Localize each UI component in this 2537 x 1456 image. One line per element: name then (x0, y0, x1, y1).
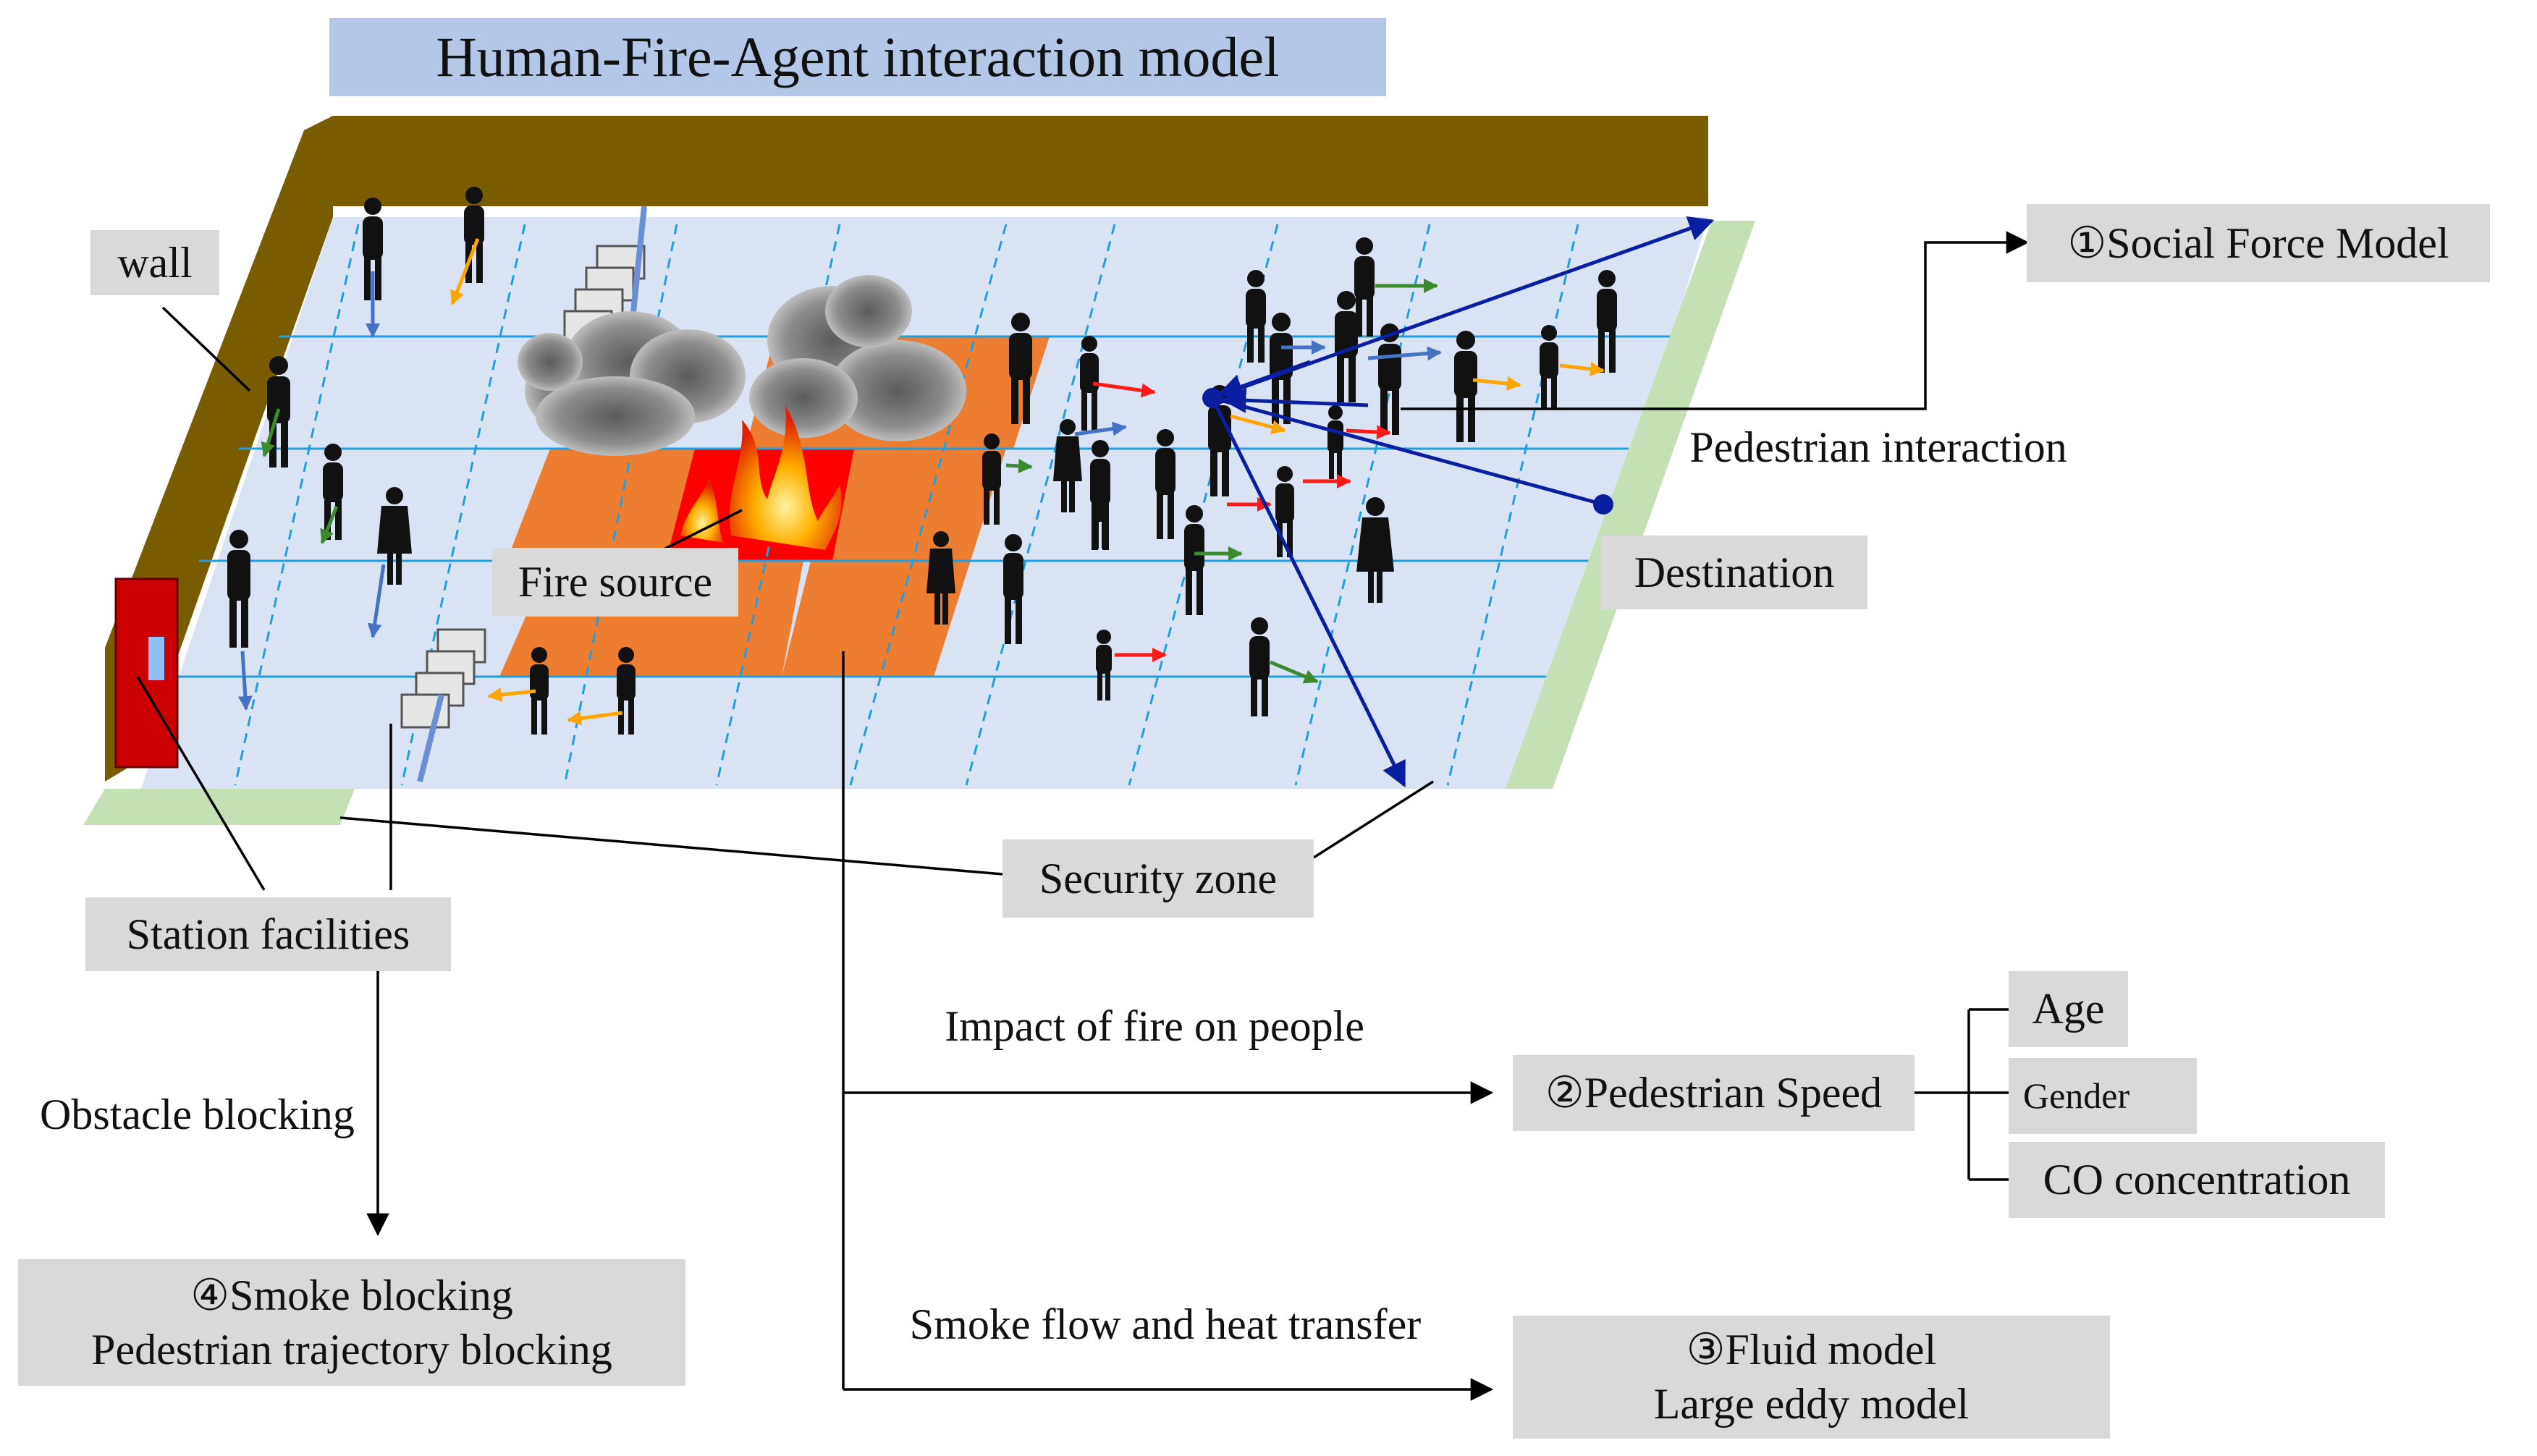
gate-line-front (417, 694, 444, 782)
movement-arrows-blue (237, 271, 1442, 711)
fluid-model-title: ③Fluid model (1686, 1326, 1937, 1374)
smoke-blocking-title: ④Smoke blocking (190, 1271, 513, 1319)
security-zone-right (1506, 221, 1755, 789)
station-facilities-label: Station facilities (85, 897, 451, 971)
diagram-title: Human-Fire-Agent interaction model (329, 18, 1386, 96)
speed-factor-age: Age (2009, 971, 2128, 1047)
smoke-blocking-box: ④Smoke blocking Pedestrian trajectory bl… (18, 1259, 685, 1386)
movement-arrows-orange (450, 238, 1605, 726)
destination-node (1593, 494, 1613, 515)
movement-arrows-green (261, 279, 1438, 684)
trajectory-blocking-text: Pedestrian trajectory blocking (91, 1325, 612, 1374)
speed-factor-gender: Gender (2009, 1058, 2197, 1134)
security-zone-front (83, 789, 355, 825)
smoke-cloud-right (749, 275, 966, 441)
fire-flames (680, 405, 842, 550)
social-force-model-box: ①Social Force Model (2027, 204, 2490, 282)
obstacle-blocking-label: Obstacle blocking (40, 1090, 355, 1138)
fluid-model-box: ③Fluid model Large eddy model (1513, 1316, 2110, 1439)
pedestrian-speed-box: ②Pedestrian Speed (1513, 1055, 1915, 1131)
impact-of-fire-label: Impact of fire on people (945, 1002, 1364, 1050)
destination-label: Destination (1601, 536, 1867, 609)
pedestrians (227, 187, 1617, 735)
wall-back (333, 116, 1708, 206)
security-zone-label: Security zone (1002, 839, 1314, 918)
smoke-cloud-left (518, 311, 746, 456)
speed-factor-co-concentration: CO concentration (2009, 1142, 2385, 1218)
fire-hydrant-box (114, 577, 179, 769)
turnstiles-front (400, 628, 486, 729)
interaction-arrows (1210, 216, 1715, 788)
smoke-flow-label: Smoke flow and heat transfer (909, 1300, 1422, 1348)
pedestrian-focus-node (1202, 388, 1223, 408)
wall-label: wall (90, 230, 219, 295)
large-eddy-model-text: Large eddy model (1653, 1380, 1970, 1428)
movement-arrows-red (1092, 381, 1391, 662)
fire-source-label: Fire source (492, 548, 738, 617)
pedestrian-interaction-label: Pedestrian interaction (1689, 423, 2067, 471)
